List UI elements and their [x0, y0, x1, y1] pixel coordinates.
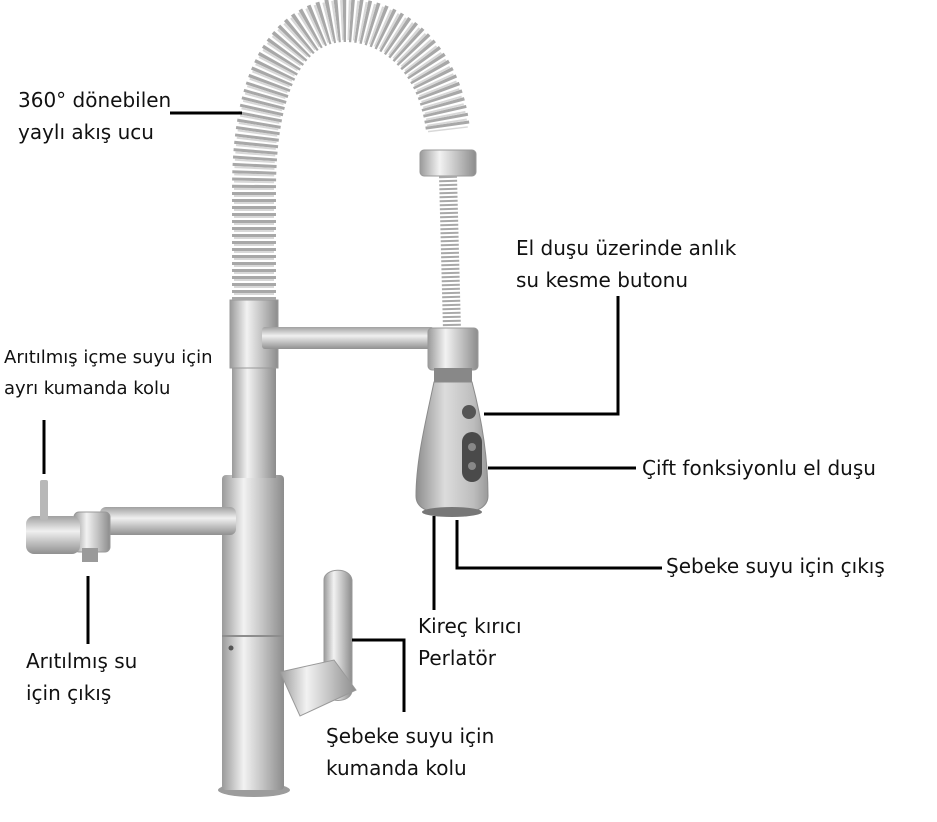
- label-filtered-lever: Arıtılmış içme suyu için ayrı kumanda ko…: [4, 347, 213, 399]
- label-mains-outlet: Şebeke suyu için çıkış: [666, 554, 885, 578]
- leader-lines: [42, 111, 662, 712]
- faucet-main-body: [222, 475, 284, 790]
- label-mains-lever: Şebeke suyu için kumanda kolu: [326, 724, 495, 780]
- label-aerator: Kireç kırıcı Perlatör: [418, 614, 522, 670]
- filtered-water-arm: [100, 507, 236, 535]
- flexible-hose: [439, 175, 461, 331]
- label-stop-button: El duşu üzerinde anlık su kesme butonu: [516, 236, 737, 292]
- label-spring-spout: 360° dönebilen yaylı akış ucu: [18, 88, 172, 144]
- support-arm: [262, 327, 434, 349]
- function-switch: [462, 432, 482, 482]
- label-filtered-outlet: Arıtılmış su için çıkış: [26, 649, 138, 705]
- label-dual-shower: Çift fonksiyonlu el duşu: [642, 456, 876, 480]
- filtered-lever-pin: [40, 480, 48, 520]
- stop-button: [462, 405, 476, 419]
